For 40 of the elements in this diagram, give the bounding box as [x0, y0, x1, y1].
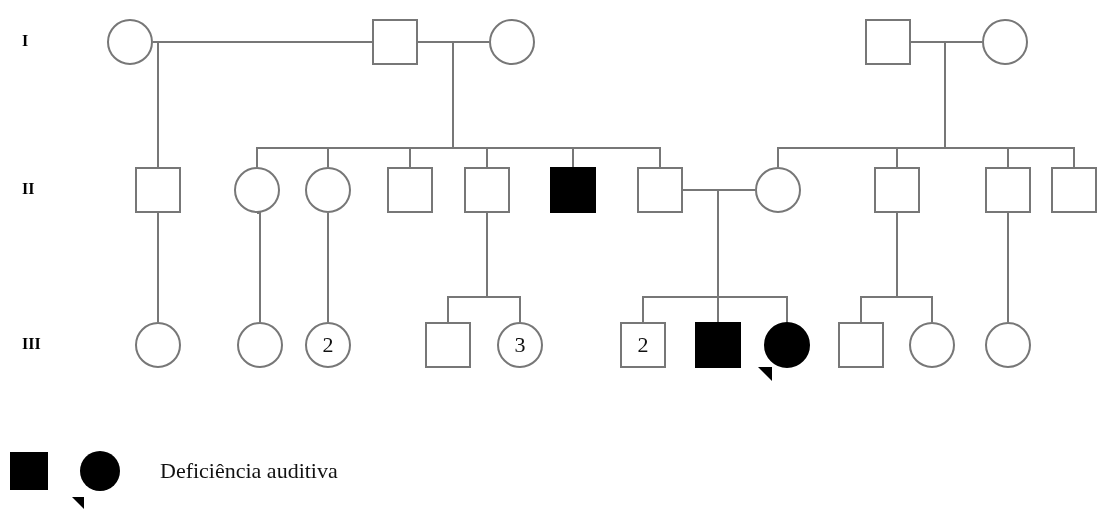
unaffected-female-circle: 3	[497, 322, 543, 368]
descent-line	[256, 212, 261, 323]
unaffected-male-square	[425, 322, 471, 368]
unaffected-female-circle	[755, 167, 801, 213]
affected-female-circle	[764, 322, 810, 368]
unaffected-male-square	[874, 167, 920, 213]
unaffected-male-square	[372, 19, 418, 65]
unaffected-female-circle	[985, 322, 1031, 368]
affected-male-square	[550, 167, 596, 213]
generation-label: III	[22, 335, 41, 353]
generation-label: I	[22, 32, 29, 50]
unaffected-female-circle	[909, 322, 955, 368]
unaffected-male-square	[838, 322, 884, 368]
descent-line	[896, 212, 933, 323]
descent-line	[152, 41, 373, 168]
unaffected-male-square	[1051, 167, 1097, 213]
descent-line	[157, 212, 159, 323]
unaffected-female-circle	[982, 19, 1028, 65]
descent-line	[486, 212, 521, 323]
unaffected-male-square	[865, 19, 911, 65]
descent-line	[1007, 212, 1009, 323]
unaffected-female-circle: 2	[305, 322, 351, 368]
unaffected-male-square: 2	[620, 322, 666, 368]
unaffected-female-circle	[107, 19, 153, 65]
unaffected-female-circle	[237, 322, 283, 368]
unaffected-female-circle	[135, 322, 181, 368]
descent-line	[910, 41, 1075, 168]
unaffected-male-square	[387, 167, 433, 213]
generation-label: II	[22, 180, 35, 198]
affected-male-square	[695, 322, 741, 368]
unaffected-male-square	[637, 167, 683, 213]
descent-line	[327, 212, 329, 323]
unaffected-female-circle	[234, 167, 280, 213]
unaffected-male-square	[985, 167, 1031, 213]
legend-label: Deficiência auditiva	[160, 458, 338, 484]
unaffected-male-square	[464, 167, 510, 213]
unaffected-male-square	[135, 167, 181, 213]
unaffected-female-circle	[305, 167, 351, 213]
unaffected-female-circle	[489, 19, 535, 65]
descent-line	[682, 189, 788, 323]
